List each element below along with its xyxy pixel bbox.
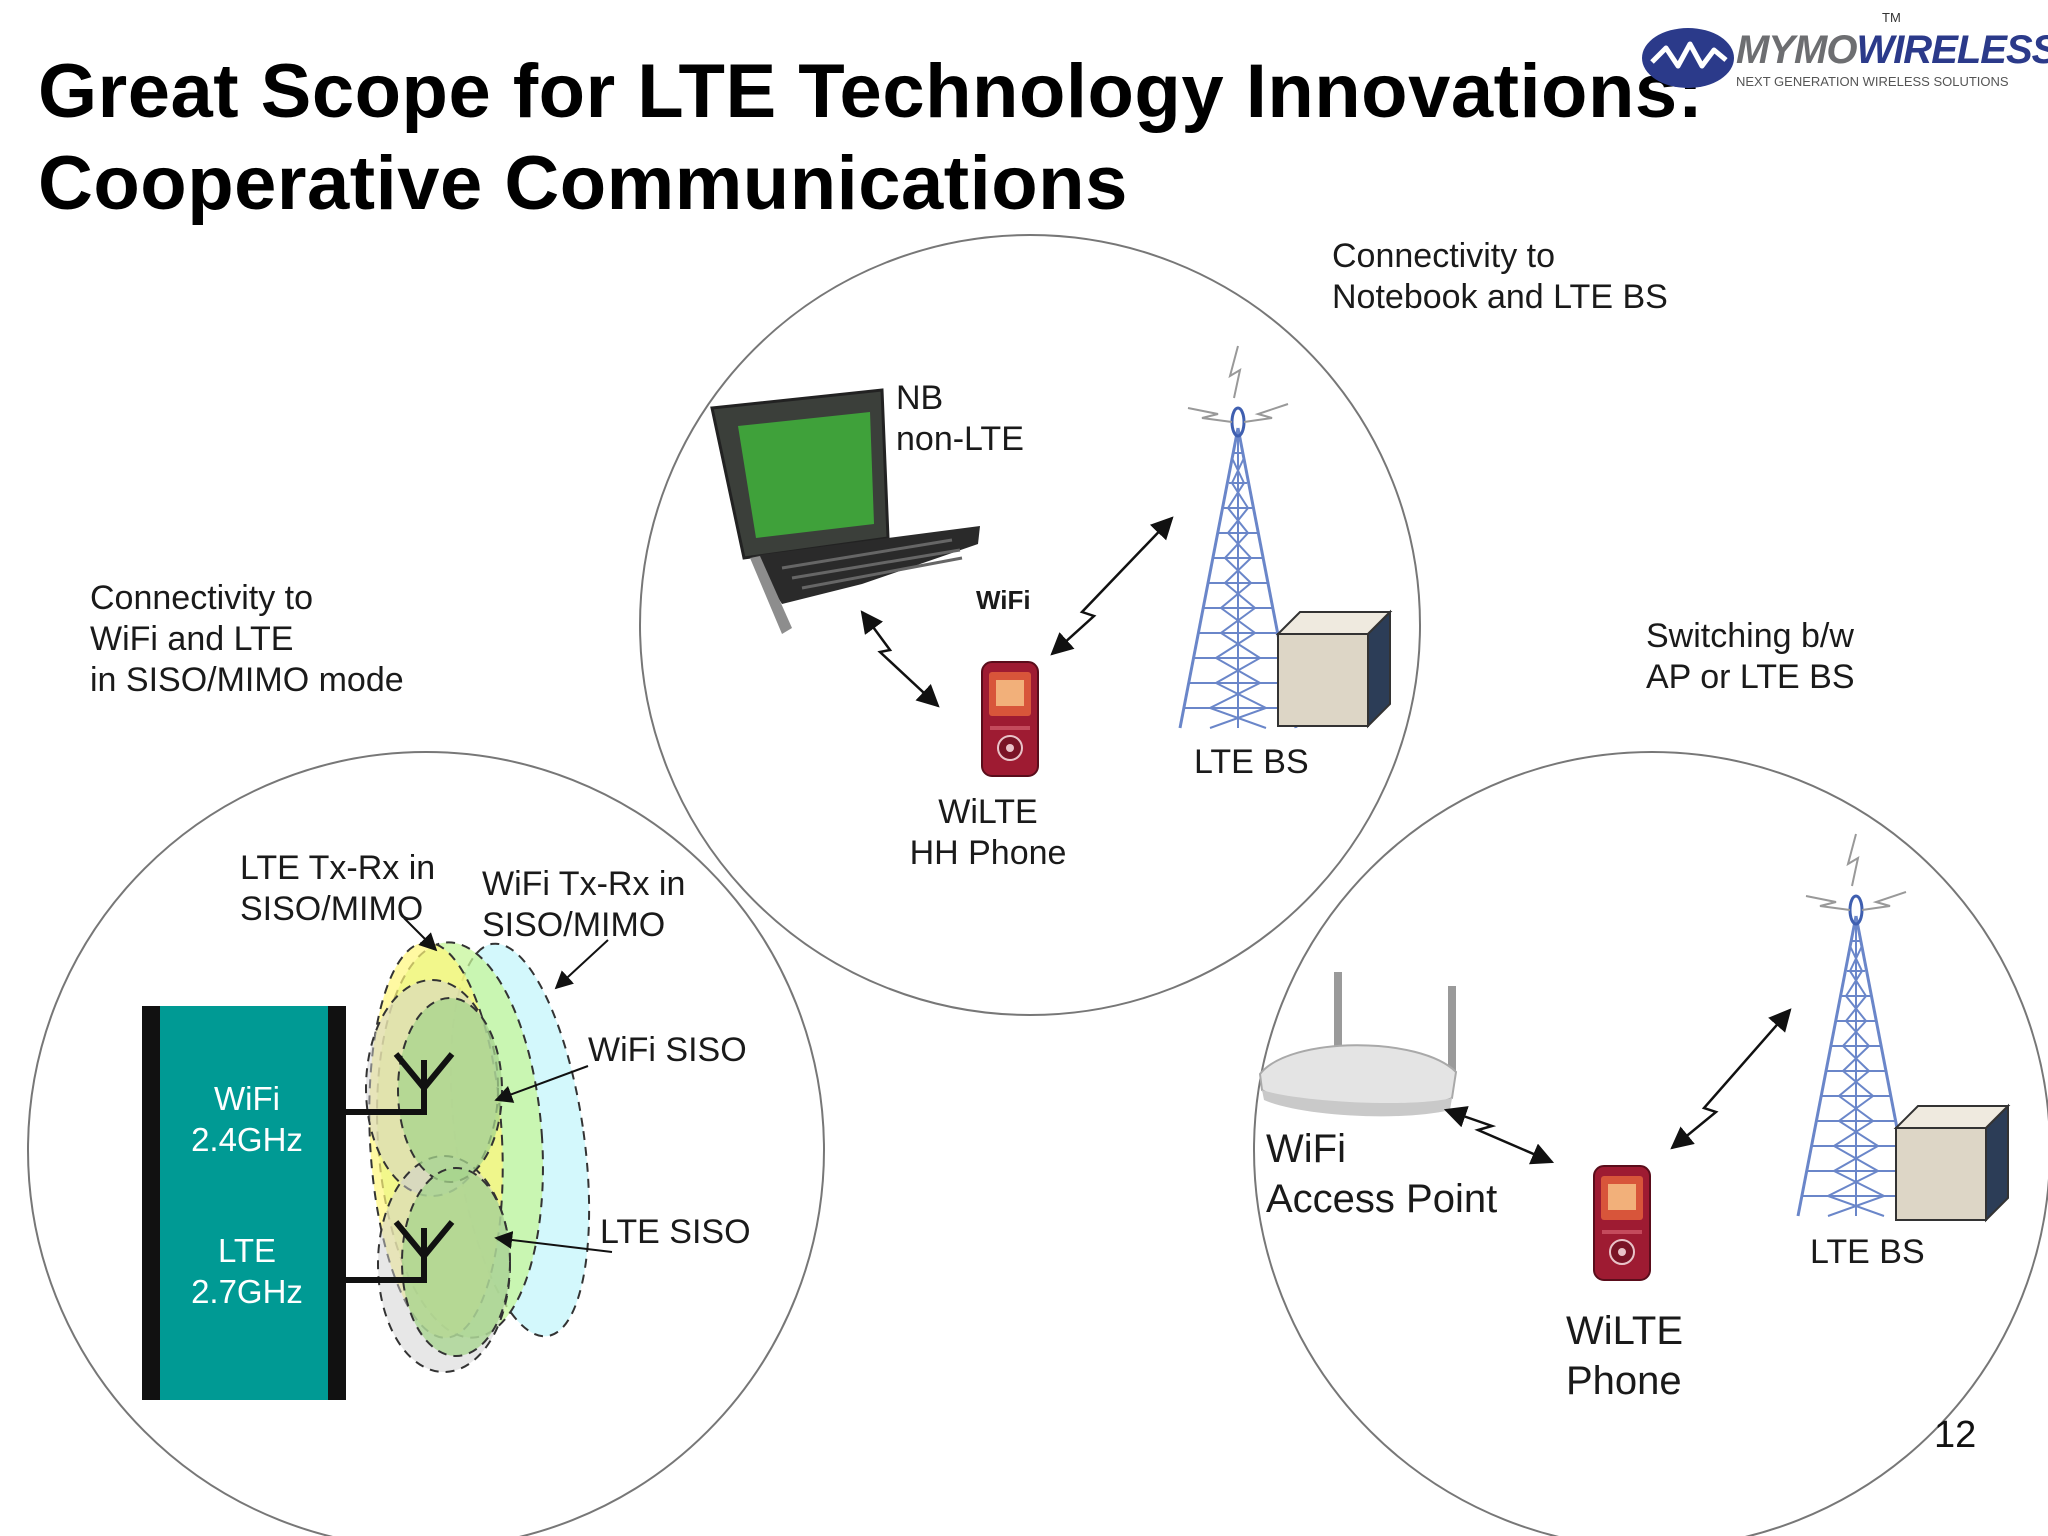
- logo-name: MYMOWIRELESS: [1736, 28, 2048, 73]
- right-heading-line2: AP or LTE BS: [1646, 658, 1855, 696]
- notebook-device: [710, 388, 980, 634]
- lte-bs-label-top: LTE BS: [1194, 743, 1309, 781]
- radio-chip: [142, 1006, 346, 1400]
- lte-txrx-label: LTE Tx-Rx in SISO/MIMO: [240, 848, 435, 930]
- wifi-txrx-line2: SISO/MIMO: [482, 906, 666, 944]
- ap-link-arrow: [1443, 1106, 1555, 1165]
- title-line-1: Great Scope for LTE Technology Innovatio…: [38, 49, 1704, 134]
- access-point-device: [1258, 972, 1458, 1117]
- left-heading: Connectivity to WiFi and LTE in SISO/MIM…: [90, 578, 404, 701]
- left-network-circle: [27, 751, 825, 1536]
- slide-title: Great Scope for LTE Technology Innovatio…: [38, 46, 1703, 230]
- left-heading-line1: Connectivity to: [90, 579, 313, 617]
- ap-label-line1: WiFi: [1266, 1127, 1346, 1171]
- trademark-mark: TM: [1882, 10, 1901, 25]
- right-heading-line1: Switching b/w: [1646, 617, 1854, 655]
- lte-bs-box-top: [1277, 611, 1391, 727]
- chip-wifi-line2: 2.4GHz: [191, 1121, 303, 1158]
- access-point-label: WiFi Access Point: [1266, 1124, 1497, 1224]
- phone-label-top-line2: HH Phone: [909, 834, 1067, 872]
- right-network-circle: [1253, 751, 2048, 1536]
- chip-lte-line1: LTE: [217, 1232, 277, 1269]
- phone-label-top-line1: WiLTE: [938, 793, 1038, 831]
- logo-tagline: NEXT GENERATION WIRELESS SOLUTIONS: [1736, 74, 2009, 89]
- chip-wifi-label: WiFi 2.4GHz: [152, 1078, 342, 1160]
- lte-siso-label: LTE SISO: [600, 1213, 751, 1251]
- lte-bs-box-right: [1895, 1105, 2009, 1221]
- nb-label-line1: NB: [896, 379, 944, 417]
- phone-label-right-line2: Phone: [1566, 1359, 1682, 1403]
- nb-label: NB non-LTE: [896, 378, 1024, 460]
- chip-wifi-line1: WiFi: [214, 1080, 280, 1117]
- lte-bs-label-right: LTE BS: [1810, 1233, 1925, 1271]
- lte-link-arrow-right: [1670, 1008, 1792, 1150]
- wifi-siso-label: WiFi SISO: [588, 1031, 747, 1069]
- antenna-ellipses: [365, 941, 591, 1373]
- left-heading-line3: in SISO/MIMO mode: [90, 661, 404, 699]
- top-heading: Connectivity to Notebook and LTE BS: [1332, 236, 1668, 318]
- top-heading-line1: Connectivity to: [1332, 237, 1555, 275]
- chip-lte-label: LTE 2.7GHz: [152, 1230, 342, 1312]
- phone-label-right: WiLTE Phone: [1566, 1306, 1683, 1406]
- logo-name-part2: WIRELESS: [1856, 28, 2048, 72]
- top-network-circle: [639, 234, 1421, 1016]
- mymo-logo-icon: [1642, 28, 1734, 88]
- wifi-txrx-label: WiFi Tx-Rx in SISO/MIMO: [482, 864, 685, 946]
- wilte-phone-right: [1593, 1165, 1651, 1281]
- title-line-2: Cooperative Communications: [38, 141, 1128, 226]
- ap-label-line2: Access Point: [1266, 1177, 1498, 1221]
- nb-label-line2: non-LTE: [896, 420, 1024, 458]
- antenna-lines: [346, 1052, 455, 1283]
- company-logo: MYMOWIRELESS NEXT GENERATION WIRELESS SO…: [1636, 14, 2048, 104]
- wifi-txrx-line1: WiFi Tx-Rx in: [482, 865, 686, 903]
- lte-txrx-line1: LTE Tx-Rx in: [240, 849, 436, 887]
- phone-label-top: WiLTE HH Phone: [908, 792, 1068, 874]
- right-heading: Switching b/w AP or LTE BS: [1646, 616, 1855, 698]
- wifi-link-label: WiFi: [976, 585, 1031, 615]
- page-number: 12: [1934, 1414, 1977, 1456]
- logo-name-part1: MYMO: [1736, 28, 1857, 72]
- left-heading-line2: WiFi and LTE: [90, 620, 294, 658]
- wilte-phone-top: [981, 661, 1039, 777]
- callout-lines: [403, 917, 613, 1253]
- chip-lte-line2: 2.7GHz: [191, 1273, 303, 1310]
- lte-link-arrow-top: [1050, 516, 1174, 656]
- top-heading-line2: Notebook and LTE BS: [1332, 278, 1668, 316]
- phone-label-right-line1: WiLTE: [1566, 1309, 1684, 1353]
- lte-txrx-line2: SISO/MIMO: [240, 890, 424, 928]
- wifi-link-arrow: [860, 610, 940, 708]
